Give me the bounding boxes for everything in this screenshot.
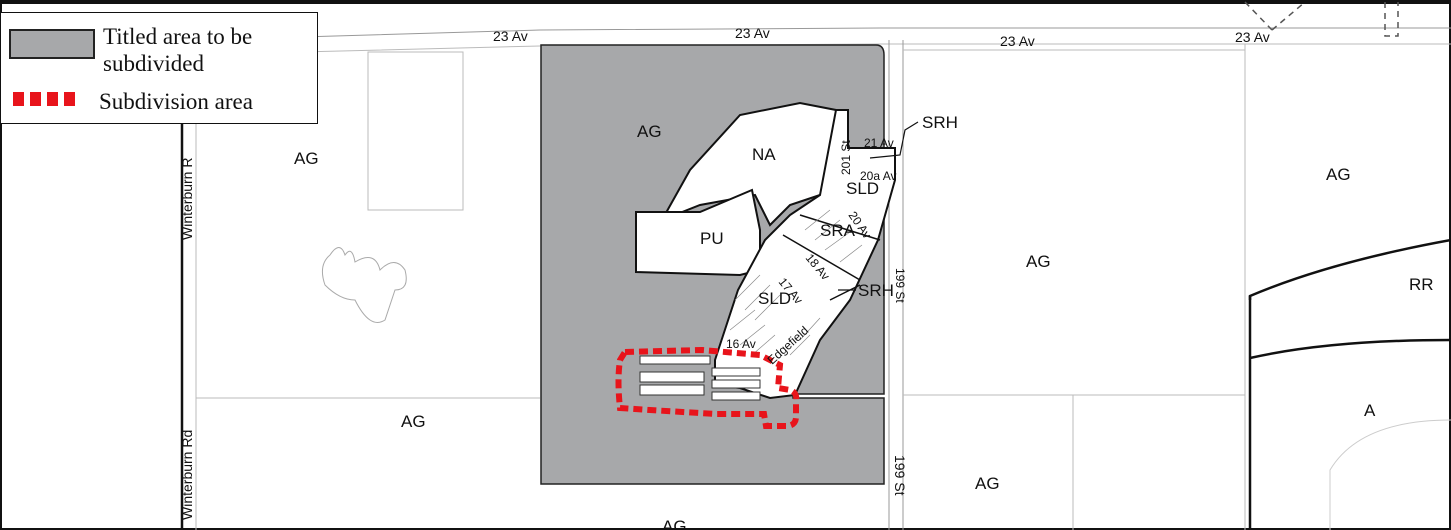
leader-srh-north: [869, 121, 919, 159]
label-16-av: 16 Av: [726, 337, 756, 351]
zone-label-sld-south: SLD: [758, 289, 791, 308]
subdivision-area: [615, 346, 800, 429]
label-23-av-3: 23 Av: [1000, 33, 1035, 49]
zone-label-na: NA: [752, 145, 776, 164]
label-23-av-1: 23 Av: [493, 28, 528, 44]
road-23-av: [199, 27, 1451, 41]
zone-label-ag-bottom: AG: [662, 517, 687, 530]
label-winterburn-bottom: Winterburn Rd: [179, 430, 195, 520]
lot-lines: [729, 209, 863, 356]
map-legend: Titled area to be subdivided Subdivision…: [0, 12, 318, 124]
zone-label-pu: PU: [700, 229, 724, 248]
label-199-st: 199 St: [892, 455, 908, 496]
zone-label-ag-east-1: AG: [1326, 165, 1351, 184]
zone-label-srh-north: SRH: [922, 113, 958, 132]
zone-label-ag-titled: AG: [637, 122, 662, 141]
legend-label-subdivision-area: Subdivision area: [99, 89, 253, 114]
zone-boundary-rr-top: [1248, 238, 1451, 300]
zone-boundary-a-top: [1249, 338, 1451, 360]
label-20a-av: 20a Av: [860, 169, 896, 183]
zone-label-ag-west: AG: [294, 149, 319, 168]
pond-shape: [321, 247, 407, 323]
subdivision-lots: [639, 355, 761, 401]
zone-label-ag-south-west: AG: [401, 412, 426, 431]
zone-label-sld-north: SLD: [846, 179, 879, 198]
development-curve-area: [714, 109, 896, 400]
zone-label-srh-south: SRH: [858, 281, 894, 300]
zone-label-rr: RR: [1409, 275, 1434, 294]
label-23-av-4: 23 Av: [1235, 29, 1270, 45]
dashed-boundary-box: [1384, 2, 1399, 37]
label-21-av: 21 Av: [864, 136, 894, 150]
legend-item-subdivision-area: Subdivision area: [9, 88, 253, 115]
label-winterburn-top: Winterburn R: [179, 158, 195, 240]
legend-item-titled-area: Titled area to be subdivided: [9, 23, 252, 77]
legend-label-line2: subdivided: [103, 51, 204, 76]
zone-label-ag-south-east: AG: [975, 474, 1000, 493]
parcel-line-a-curve: [1329, 419, 1451, 530]
sld-boundary: [782, 214, 881, 301]
zone-label-ag-east-2: AG: [1026, 252, 1051, 271]
label-201-st: 201 St: [839, 140, 853, 175]
parcel-west: [367, 51, 464, 211]
zone-label-sra: SRA: [820, 221, 856, 240]
legend-label-line1: Titled area to be: [103, 24, 253, 49]
legend-swatch-red: [13, 92, 77, 106]
legend-swatch-gray: [9, 29, 95, 59]
zone-label-a: A: [1364, 401, 1376, 420]
label-199-st-upper: 199 St: [893, 268, 907, 303]
label-23-av-2: 23 Av: [735, 25, 770, 41]
legend-label-titled-area: Titled area to be subdivided: [103, 23, 252, 77]
dashed-boundary-top: [1244, 1, 1306, 31]
